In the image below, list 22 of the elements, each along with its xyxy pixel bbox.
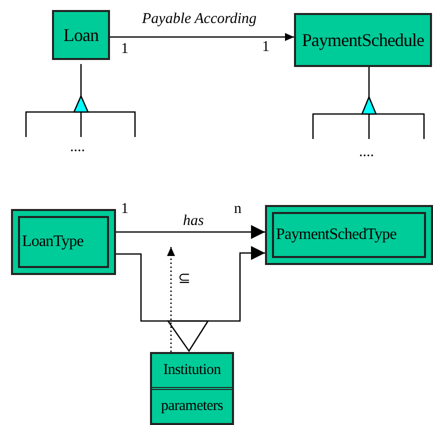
edge-label: Payable According (142, 12, 257, 27)
entity-name: PaymentSchedType (276, 227, 396, 243)
multiplicity-label: .... (70, 140, 85, 155)
arrow (116, 225, 265, 239)
entity-box (265, 205, 433, 265)
entity-box (52, 10, 110, 60)
multiplicity-label: .... (359, 145, 374, 160)
entity-name: PaymentSchedule (302, 31, 424, 49)
entity-name: LoanType (22, 234, 84, 250)
class-text: Institution (162, 361, 222, 380)
class-box (150, 352, 234, 425)
multiplicity-label: n (234, 202, 242, 217)
dotted-arrow (167, 247, 175, 352)
entity-name: Loan (63, 26, 99, 44)
arrow (116, 246, 265, 322)
class-text: parameters (152, 387, 232, 423)
entity-box (294, 13, 432, 67)
multiplicity-label: 1 (262, 40, 270, 55)
multiplicity-label: 1 (121, 202, 128, 217)
arrow (110, 33, 294, 41)
entity-box (11, 209, 116, 275)
multiplicity-label: 1 (121, 42, 128, 57)
